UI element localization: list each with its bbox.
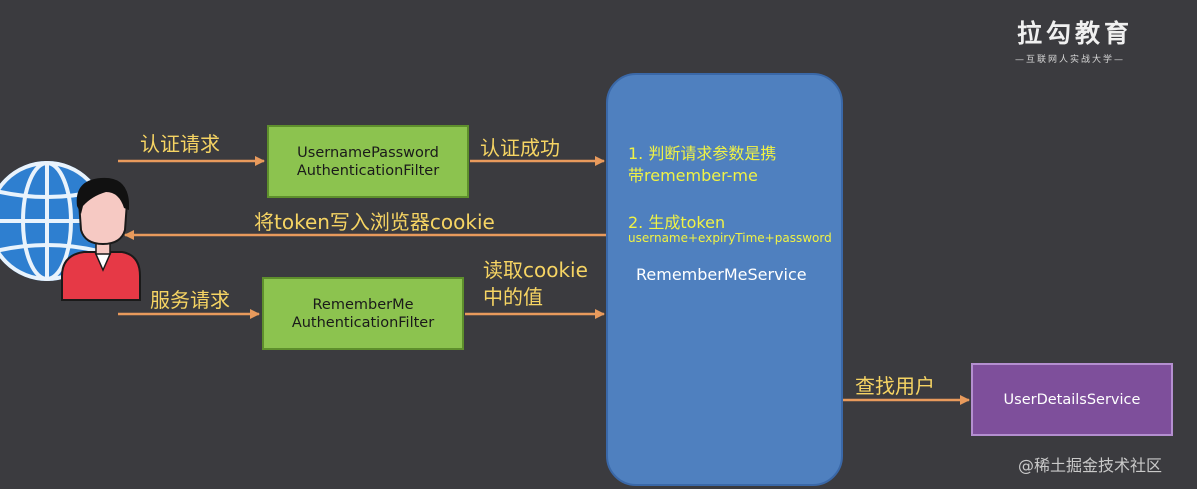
logo-subtitle: —互联网人实战大学—: [1015, 55, 1126, 65]
service-step1-line2: 带remember-me: [628, 166, 758, 185]
rememberme-service-box: [606, 73, 843, 486]
label-find-user: 查找用户: [855, 374, 935, 398]
watermark: @稀土掘金技术社区: [1018, 456, 1163, 475]
service-name: RememberMeService: [636, 265, 807, 284]
service-step2: 2. 生成token: [628, 213, 726, 232]
user-details-service-label: UserDetailsService: [1003, 391, 1141, 408]
label-read-cookie-line1: 读取cookie: [483, 258, 588, 282]
label-read-cookie-line2: 中的值: [483, 285, 543, 309]
label-write-cookie: 将token写入浏览器cookie: [254, 210, 495, 234]
service-step2-detail: username+expiryTime+password: [628, 231, 832, 245]
user-icon: [61, 177, 141, 301]
rememberme-filter-line2: AuthenticationFilter: [291, 314, 435, 331]
service-step1: 1. 判断请求参数是携 带remember-me: [628, 143, 776, 187]
username-filter-line2: AuthenticationFilter: [296, 162, 440, 179]
label-auth-request: 认证请求: [140, 132, 220, 156]
username-password-filter-box: UsernamePassword AuthenticationFilter: [267, 125, 469, 198]
rememberme-filter-line1: RememberMe: [312, 296, 414, 313]
user-details-service-box: UserDetailsService: [971, 363, 1173, 436]
label-auth-success: 认证成功: [480, 136, 560, 160]
username-filter-line1: UsernamePassword: [297, 144, 439, 161]
label-read-cookie: 读取cookie 中的值: [483, 257, 588, 311]
service-step1-line1: 1. 判断请求参数是携: [628, 144, 777, 163]
rememberme-filter-box: RememberMe AuthenticationFilter: [262, 277, 464, 350]
user-with-globe-icon: [0, 161, 141, 301]
label-service-request: 服务请求: [150, 288, 230, 312]
logo-title: 拉勾教育: [1017, 19, 1134, 48]
